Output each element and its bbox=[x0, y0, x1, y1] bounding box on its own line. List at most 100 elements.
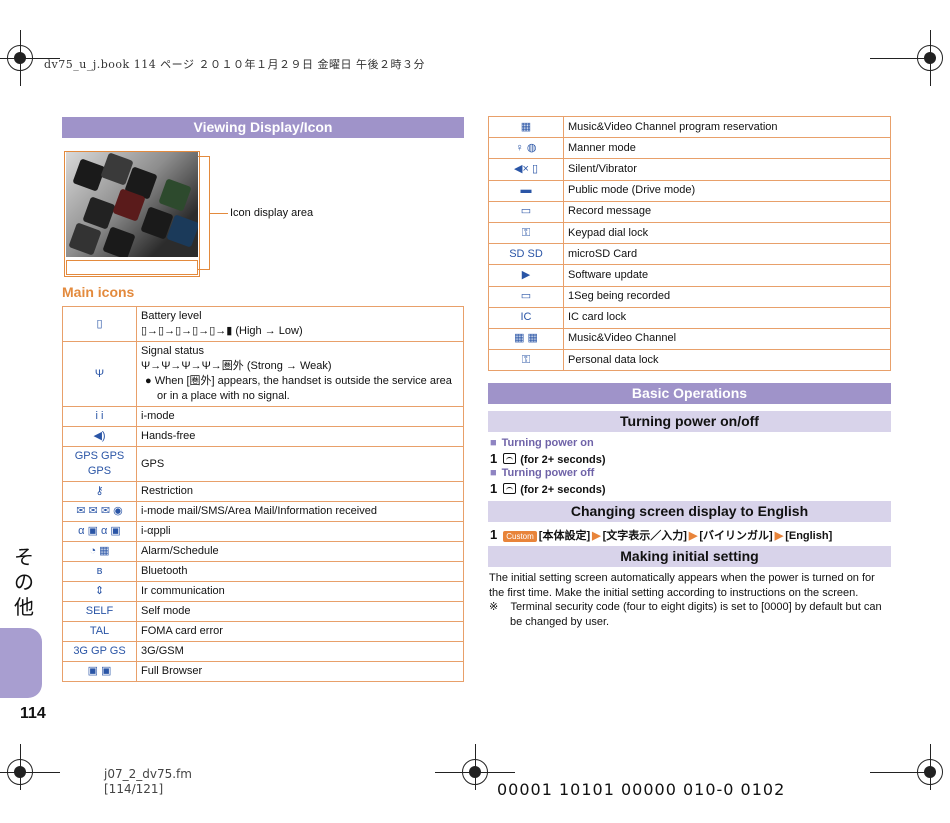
table-row: ▦ ▦Music&Video Channel bbox=[488, 327, 891, 351]
row-description: 1Seg being recorded bbox=[563, 285, 891, 308]
handsfree-icon: ◀) bbox=[62, 426, 137, 447]
row-description: Restriction bbox=[136, 481, 464, 502]
table-row: ▦Music&Video Channel program reservation bbox=[488, 115, 891, 139]
subsection-turning-power: Turning power on/off bbox=[488, 411, 891, 432]
side-chapter-label: その他 bbox=[14, 545, 34, 619]
row-description: GPS bbox=[136, 446, 464, 482]
row-text: i-mode bbox=[141, 410, 175, 422]
display-photo-frame bbox=[64, 151, 200, 277]
music-channel-icon: ▦ ▦ bbox=[488, 327, 564, 351]
row-description: Battery level▯→▯→▯→▯→▯→▮ (High → Low) bbox=[136, 306, 464, 342]
row-description: Keypad dial lock bbox=[563, 221, 891, 245]
table-row: TAL FOMA card error bbox=[62, 621, 464, 642]
table-row: ▭1Seg being recorded bbox=[488, 285, 891, 308]
main-icons-heading: Main icons bbox=[62, 284, 135, 300]
manner-mode-icon: ♀ ◍ bbox=[488, 137, 564, 160]
oneseg-record-icon: ▭ bbox=[488, 285, 564, 308]
row-text: i-mode mail/SMS/Area Mail/Information re… bbox=[141, 505, 377, 517]
bluetooth-icon: ʙ bbox=[62, 561, 137, 582]
footer-code: 00001 10101 00000 010-0 0102 bbox=[497, 780, 786, 799]
table-row: ▶Software update bbox=[488, 264, 891, 287]
foma-card-error-icon: TAL bbox=[62, 621, 137, 642]
row-description: microSD Card bbox=[563, 243, 891, 266]
row-description: FOMA card error bbox=[136, 621, 464, 642]
footer-pages: [114/121] bbox=[104, 782, 164, 796]
row-text: Ir communication bbox=[141, 585, 225, 597]
row-description: 3G/GSM bbox=[136, 641, 464, 662]
table-row: ◀)Hands-free bbox=[62, 426, 464, 447]
row-description: i-mode bbox=[136, 406, 464, 427]
row-description: Silent/Vibrator bbox=[563, 158, 891, 181]
table-row: ▭Record message bbox=[488, 200, 891, 223]
print-header: dv75_u_j.book 114 ページ ２０１０年１月２９日 金曜日 午後２… bbox=[44, 58, 425, 71]
restriction-icon: ⚷ bbox=[62, 481, 137, 502]
initial-setting-paragraph: The initial setting screen automatically… bbox=[489, 572, 875, 599]
reservation-icon: ▦ bbox=[488, 115, 564, 139]
row-description: Record message bbox=[563, 200, 891, 223]
section-title-viewing-display: Viewing Display/Icon bbox=[62, 117, 464, 138]
power-on-label: ■Turning power on bbox=[490, 437, 594, 449]
row-text: GPS bbox=[141, 457, 165, 470]
row-text: Self mode bbox=[141, 605, 191, 617]
row-description: Personal data lock bbox=[563, 349, 891, 372]
row-bullet-note: ● When [圏外] appears, the handset is outs… bbox=[145, 375, 452, 402]
power-on-step: 1(for 2+ seconds) bbox=[490, 451, 606, 466]
table-row: ▣ ▣Full Browser bbox=[62, 661, 464, 682]
ir-icon: ⇕ bbox=[62, 581, 137, 602]
mail-icon: ✉ ✉ ✉ ◉ bbox=[62, 501, 137, 522]
display-photo bbox=[66, 152, 198, 257]
ic-card-lock-icon: IC bbox=[488, 306, 564, 329]
icon-area-bracket bbox=[198, 156, 210, 270]
power-off-step: 1(for 2+ seconds) bbox=[490, 481, 606, 496]
row-text: 3G/GSM bbox=[141, 645, 184, 657]
row-description: Bluetooth bbox=[136, 561, 464, 582]
power-key-icon bbox=[503, 483, 517, 494]
full-browser-icon: ▣ ▣ bbox=[62, 661, 137, 682]
table-row: ⚿Keypad dial lock bbox=[488, 221, 891, 245]
public-mode-icon: ▬ bbox=[488, 179, 564, 202]
subsection-initial-setting: Making initial setting bbox=[488, 546, 891, 567]
power-key-icon bbox=[503, 453, 517, 464]
row-text: FOMA card error bbox=[141, 625, 223, 637]
microsd-icon: SD SD bbox=[488, 243, 564, 266]
row-text: Alarm/Schedule bbox=[141, 545, 219, 557]
section-title-basic-operations: Basic Operations bbox=[488, 383, 891, 404]
table-row: ◀× ▯Silent/Vibrator bbox=[488, 158, 891, 181]
row-description: i-αppli bbox=[136, 521, 464, 542]
silent-icon: ◀× ▯ bbox=[488, 158, 564, 181]
row-text: i-αppli bbox=[141, 525, 171, 537]
right-icons-table: ▦Music&Video Channel program reservation… bbox=[488, 115, 891, 372]
display-photo-strip bbox=[66, 260, 198, 275]
subsection-english-display: Changing screen display to English bbox=[488, 501, 891, 522]
row-description: IC card lock bbox=[563, 306, 891, 329]
table-row: ⚷ Restriction bbox=[62, 481, 464, 502]
arrow-right-icon: ▶ bbox=[688, 530, 698, 542]
personal-data-lock-icon: ⚿ bbox=[488, 349, 564, 372]
row-description: Manner mode bbox=[563, 137, 891, 160]
row-description: Self mode bbox=[136, 601, 464, 622]
table-row: ⚿Personal data lock bbox=[488, 349, 891, 372]
row-description: Music&Video Channel bbox=[563, 327, 891, 351]
row-text: Restriction bbox=[141, 485, 193, 497]
side-tab bbox=[0, 628, 42, 698]
custom-badge: Custom bbox=[503, 531, 537, 542]
alarm-icon: ◔ ▦ bbox=[62, 541, 137, 562]
row-text: ▯→▯→▯→▯→▯→▮ (High → Low) bbox=[141, 325, 303, 337]
security-code-note: ※ Terminal security code (four to eight … bbox=[489, 601, 882, 628]
row-description: Full Browser bbox=[136, 661, 464, 682]
row-description: Hands-free bbox=[136, 426, 464, 447]
iappli-icon: α ▣ α ▣ bbox=[62, 521, 137, 542]
row-text: Signal status bbox=[141, 345, 204, 357]
row-description: Software update bbox=[563, 264, 891, 287]
page-number: 114 bbox=[20, 705, 46, 722]
row-description: i-mode mail/SMS/Area Mail/Information re… bbox=[136, 501, 464, 522]
icon-area-leader-line bbox=[210, 213, 228, 214]
row-description: Alarm/Schedule bbox=[136, 541, 464, 562]
